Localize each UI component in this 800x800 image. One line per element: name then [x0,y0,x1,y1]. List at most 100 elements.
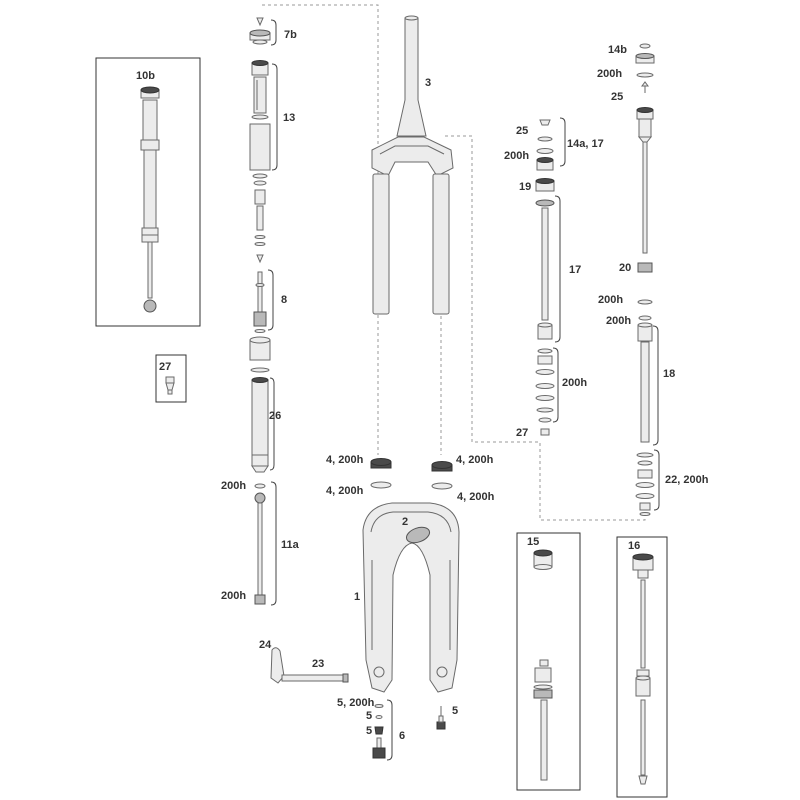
callout-grease-top: 200h [221,480,246,492]
bracket-17 [554,195,561,343]
axle-assembly: 24 23 [259,639,349,684]
bracket-13 [271,63,278,171]
part-27-center [540,428,550,436]
part-18 [637,322,653,443]
assembly-guide-lines [262,4,646,521]
inset-10b: 10b [95,57,201,327]
callout-24: 24 [259,639,272,651]
callout-10b: 10b [136,70,155,82]
part-14a [536,157,554,171]
part-4-ring-left [370,481,392,489]
part-6-bolt [372,737,386,759]
callout-22-200h: 22, 200h [665,474,709,486]
part-8 [253,271,267,333]
callout-13: 13 [283,112,295,124]
inset-box-16 [616,536,668,798]
part-piston-head [636,107,654,254]
part-19 [535,178,555,192]
part-15 [533,549,553,781]
part-5-nut [374,726,384,735]
part-200h-ring-b [638,315,652,321]
part-17 [535,199,555,340]
callout-5c: 5 [452,705,458,717]
part-26 [251,377,269,473]
callout-8: 8 [281,294,287,306]
bracket-22 [653,449,660,511]
callout-grease-center-1: 200h [504,150,529,162]
part-damper-block [249,336,271,373]
bracket-18 [652,325,659,446]
guide-line-left [262,4,379,455]
callout-15: 15 [527,536,539,548]
callout-23: 23 [312,658,324,670]
inset-box-27 [155,354,187,403]
hardware-parts: 5, 200h 5 5 6 5 [337,697,458,761]
callout-4-right-top: 4, 200h [456,454,494,466]
callout-25-center: 25 [516,125,528,137]
part-25-right [641,81,649,93]
callout-18: 18 [663,368,675,380]
callout-19: 19 [519,181,531,193]
part-200h-seal-stack [535,348,555,423]
inset-box-15 [516,532,581,791]
part-24-lever [270,647,285,684]
part-14b [635,43,655,64]
part-22-stack [635,452,655,516]
part-2-decal [405,526,431,544]
part-1-lowers [362,502,460,693]
part-7b [249,17,271,45]
guide-line-right [445,135,646,521]
callout-grease-right-3: 200h [606,315,631,327]
part-small-stack [254,189,266,264]
callout-grease-bottom: 200h [221,590,246,602]
center-column-parts: 25 14a, 17 200h 19 17 200h 27 [504,117,604,439]
callout-25-right: 25 [611,91,623,103]
callout-7b: 7b [284,29,297,41]
callout-grease-right-1: 200h [597,68,622,80]
callout-4-left-bottom: 4, 200h [326,485,364,497]
part-25-center [539,119,551,126]
callout-14b: 14b [608,44,627,56]
callout-5a: 5 [366,710,372,722]
callout-1: 1 [354,591,360,603]
callout-16: 16 [628,540,640,552]
callout-4-right-bottom: 4, 200h [457,491,495,503]
callout-4-left-top: 4, 200h [326,454,364,466]
callout-27-inset: 27 [159,361,171,373]
callout-6: 6 [399,730,405,742]
part-4-seal-right-top [431,461,453,472]
callout-17: 17 [569,264,581,276]
bracket-6 [386,699,393,761]
inset-16: 16 [616,536,668,798]
callout-20: 20 [619,262,631,274]
left-column-parts: 7b 13 8 26 200h 11a 200h [221,17,300,606]
callout-grease-center-2: 200h [562,377,587,389]
callout-2: 2 [402,516,408,528]
inset-15: 15 [516,532,581,791]
lower-leg-assembly: 4, 200h 4, 200h 4, 200h 4, 200h 2 1 [326,454,495,693]
callout-5-200h: 5, 200h [337,697,375,709]
part-5-washer-a [374,704,384,708]
part-3-crown-steerer: 3 [371,15,454,315]
part-23-axle [281,674,344,682]
part-20 [637,262,653,273]
callout-3: 3 [425,77,431,89]
part-4-seal-left-top [370,458,392,469]
callout-grease-right-2: 200h [598,294,623,306]
part-200h-ring-a [637,299,653,305]
bracket-7b [270,19,277,46]
right-column-parts: 14b 200h 25 20 200h 200h 18 22, 200h [597,43,709,516]
part-11a [254,483,266,605]
part-5-washer-b [375,715,383,719]
bracket-26 [269,377,275,471]
part-10b [140,86,160,313]
callout-27-center: 27 [516,427,528,439]
callout-11a: 11a [281,539,300,551]
part-27-inset [165,376,175,395]
inset-box-10b [95,57,201,327]
part-16 [632,553,654,785]
callout-26: 26 [269,410,281,422]
bracket-11a [270,481,277,606]
part-4-ring-right [431,482,453,490]
